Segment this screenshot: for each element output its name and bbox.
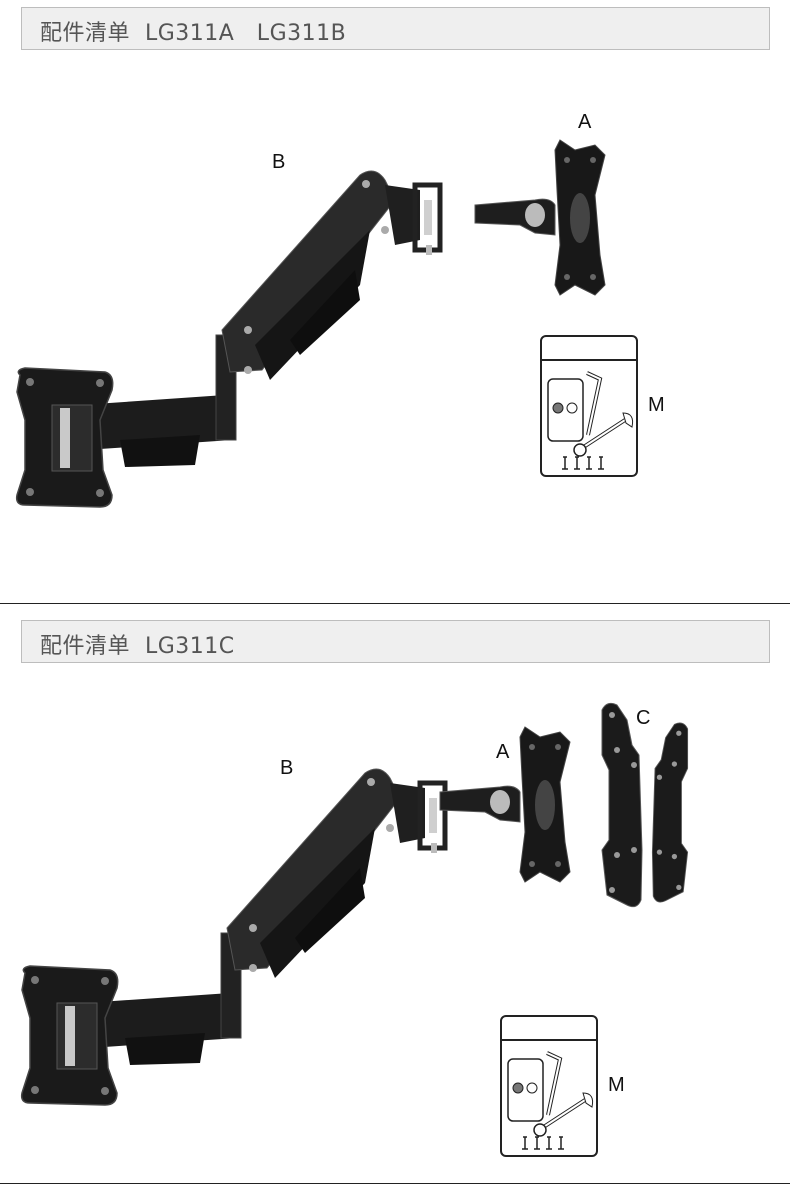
section-2-parts: [22, 702, 689, 1158]
section-header-lg311a-lg311b: 配件清单 LG311A LG311B: [21, 7, 770, 50]
section-divider: [0, 1183, 790, 1184]
section-title: 配件清单 LG311A LG311B: [40, 21, 347, 46]
vesa-plate-a: [474, 139, 606, 296]
label-b: B: [272, 151, 286, 173]
section-divider: [0, 603, 790, 604]
adapter-plate-c-left: [601, 702, 643, 908]
section-title: 配件清单 LG311C: [40, 634, 235, 659]
hardware-kit-m: [539, 334, 639, 478]
wall-mount-arm-b: [17, 171, 440, 507]
label-c: C: [636, 707, 651, 729]
wall-mount-arm-b: [22, 769, 445, 1105]
label-a: A: [496, 741, 510, 763]
label-b: B: [280, 757, 294, 779]
label-a: A: [578, 111, 592, 133]
adapter-plate-c-right: [651, 722, 689, 903]
section-header-lg311c: 配件清单 LG311C: [21, 620, 770, 663]
hardware-kit-m: [499, 1014, 599, 1158]
label-m: M: [608, 1074, 625, 1096]
label-m: M: [648, 394, 665, 416]
section-1-parts: [17, 139, 639, 507]
